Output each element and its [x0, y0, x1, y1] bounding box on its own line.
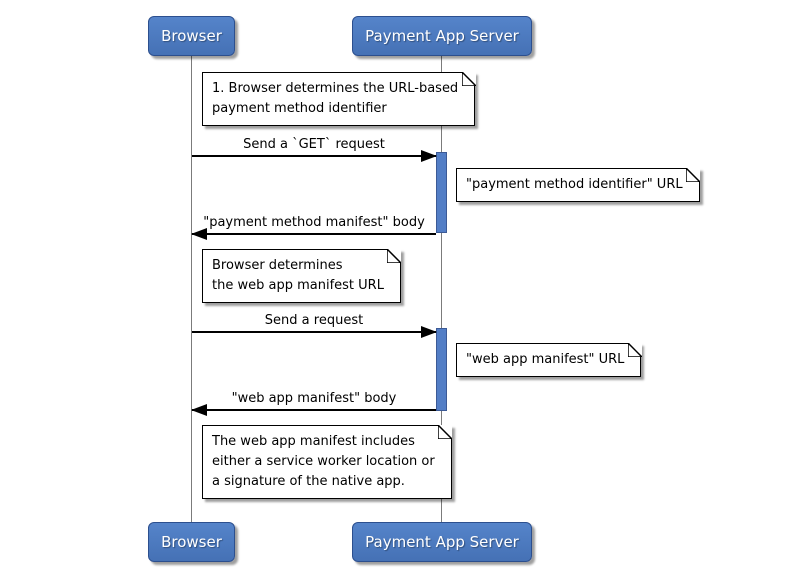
- note-text-line: "web app manifest" URL: [466, 352, 625, 367]
- message-line: [191, 228, 436, 240]
- browser-lifeline: [191, 56, 192, 522]
- message-line: [191, 404, 436, 416]
- server-activation-bar-1: [436, 152, 447, 233]
- message-label: Send a `GET` request: [243, 137, 385, 152]
- actor-browser-top: Browser: [148, 16, 235, 56]
- server-activation-bar-2: [436, 328, 447, 411]
- note-text-line: payment method identifier: [212, 101, 387, 116]
- note-fold-icon: [437, 422, 455, 440]
- note-fold-icon: [685, 165, 702, 183]
- arrowhead-right-icon: [421, 326, 437, 338]
- note-fold-icon: [460, 69, 478, 87]
- message-line: [192, 326, 437, 338]
- server-lifeline: [441, 56, 442, 522]
- note-text-line: either a service worker location or: [212, 454, 435, 469]
- actor-browser-bottom: Browser: [148, 522, 235, 562]
- note-text-line: The web app manifest includes: [212, 434, 415, 449]
- actor-payment-app-server-bottom: Payment App Server: [352, 522, 532, 562]
- message-label: Send a request: [264, 313, 364, 328]
- note-web-app-manifest-url: "web app manifest" URL: [456, 340, 644, 377]
- message-label: "payment method manifest" body: [203, 215, 425, 230]
- note-manifest-contents: The web app manifest includes either a s…: [202, 422, 455, 499]
- message-label: "web app manifest" body: [231, 391, 397, 406]
- arrowhead-right-icon: [421, 150, 437, 162]
- note-payment-method-identifier-url: "payment method identifier" URL: [456, 165, 702, 202]
- message-send-get-request: Send a `GET` request: [192, 137, 437, 162]
- note-text-line: "payment method identifier" URL: [466, 177, 683, 192]
- note-text-line: a signature of the native app.: [212, 474, 405, 489]
- message-payment-method-manifest-body: "payment method manifest" body: [191, 215, 436, 240]
- message-web-app-manifest-body: "web app manifest" body: [191, 391, 436, 416]
- note-text-line: Browser determines: [212, 258, 343, 273]
- note-browser-determines-manifest-url: Browser determines the web app manifest …: [202, 246, 404, 303]
- arrowhead-left-icon: [191, 228, 207, 240]
- message-line: [192, 150, 437, 162]
- note-text-line: the web app manifest URL: [212, 278, 384, 293]
- note-text-line: 1. Browser determines the URL-based: [212, 81, 459, 96]
- note-fold-icon: [386, 246, 404, 264]
- note-url-based-identifier: 1. Browser determines the URL-based paym…: [202, 69, 478, 126]
- actor-payment-app-server-top: Payment App Server: [352, 16, 532, 56]
- arrowhead-left-icon: [191, 404, 207, 416]
- note-fold-icon: [627, 340, 644, 358]
- message-send-a-request: Send a request: [192, 313, 437, 338]
